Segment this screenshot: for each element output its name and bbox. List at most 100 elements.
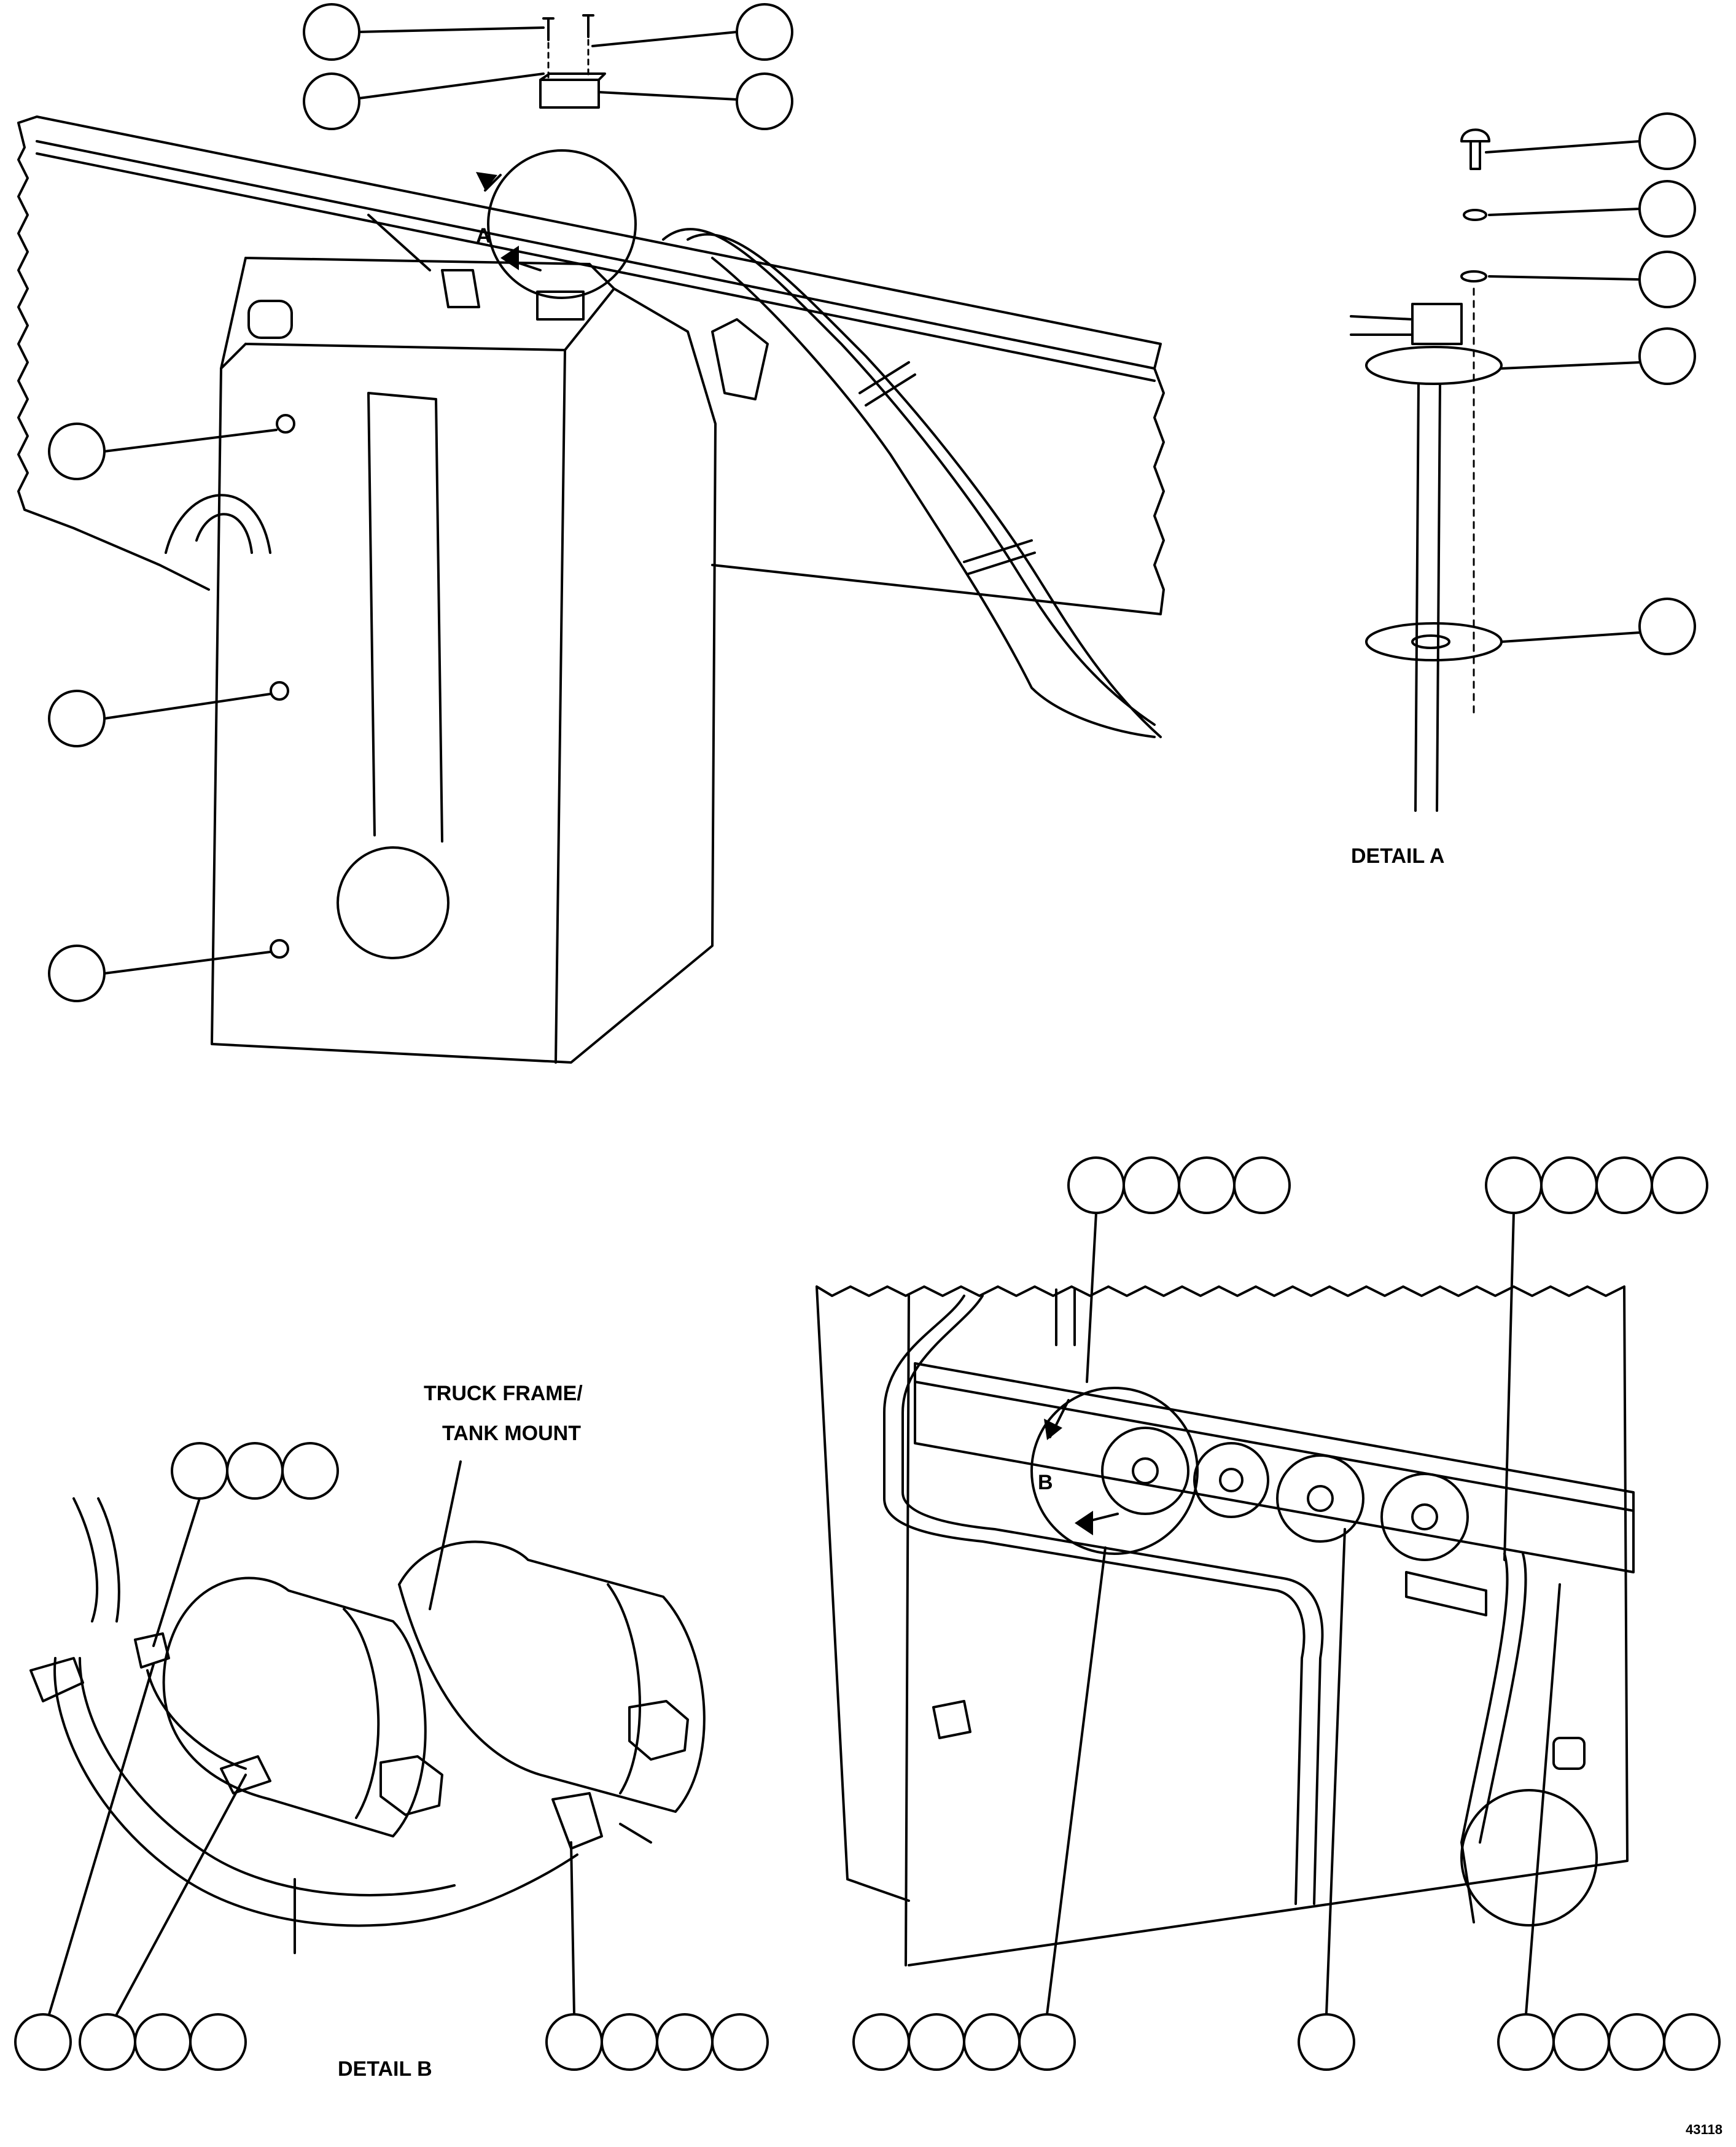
callout-balloon (48, 690, 106, 747)
detail-b-marker: B (1038, 1471, 1053, 1494)
callout-balloon (1123, 1156, 1180, 1214)
callout-balloon (1638, 180, 1696, 238)
fuel-tank-assembly-view: A (17, 3, 1165, 1064)
leader-line (1086, 1212, 1097, 1383)
seal-pad (539, 72, 606, 109)
callout-balloon (656, 2013, 714, 2071)
callout-balloon (1638, 112, 1696, 170)
drawing-number: 43118 (1686, 2122, 1722, 2137)
leader-line (591, 31, 738, 47)
drain-plug-2 (270, 681, 289, 701)
detail-a-callout-circle (487, 149, 637, 299)
screw-left (542, 17, 555, 41)
callout-balloon (303, 3, 360, 61)
truck-frame-label-2: TANK MOUNT (442, 1422, 581, 1445)
rear-tank-outline (815, 1285, 1629, 1966)
detail-a-sender-head (1350, 303, 1463, 345)
rear-bracket-left (932, 1700, 971, 1739)
detail-a-sender-tube (1414, 383, 1441, 812)
callout-balloon (852, 2013, 910, 2071)
rear-canister-1-bolt (1132, 1457, 1159, 1484)
hose-clamp-2 (963, 539, 1036, 575)
callout-balloon (189, 2013, 247, 2071)
detail-a-marker: A (476, 224, 491, 247)
callout-balloon (1485, 1156, 1543, 1214)
callout-balloon (1663, 2013, 1721, 2071)
truck-frame-leader (429, 1460, 462, 1610)
detail-a-screw (1460, 128, 1490, 170)
rear-canister-2 (1193, 1442, 1269, 1518)
callout-balloon (1552, 2013, 1610, 2071)
callout-balloon (1638, 327, 1696, 385)
callout-balloon (1233, 1156, 1291, 1214)
detail-a-caption: DETAIL A (1351, 844, 1444, 868)
callout-balloon (736, 3, 793, 61)
callout-balloon (711, 2013, 769, 2071)
callout-balloon (1497, 2013, 1555, 2071)
callout-balloon (226, 1442, 284, 1500)
rear-canister-1 (1101, 1427, 1189, 1515)
callout-balloon (545, 2013, 603, 2071)
detail-a-sender-flange (1365, 346, 1503, 385)
detail-b-connector-lower (220, 1755, 271, 1794)
detail-b-view: TRUCK FRAME/ TANK MOUNT DETAIL B (14, 1382, 769, 2081)
tank-gauge (337, 846, 450, 959)
detail-b-caption: DETAIL B (338, 2057, 432, 2081)
callout-balloon (1178, 1156, 1236, 1214)
rear-canister-3-bolt (1307, 1485, 1334, 1512)
rear-canister-4 (1380, 1473, 1469, 1561)
leader-line (1485, 140, 1641, 154)
hose-clamp-1 (858, 361, 916, 407)
leader-line (103, 951, 271, 975)
leader-line (103, 693, 271, 720)
callout-balloon (303, 72, 360, 130)
detail-b-canister-left (162, 1576, 427, 1837)
detail-a-gasket-ring (1365, 622, 1503, 661)
leader-line (1046, 1546, 1107, 2016)
truck-frame-rail (17, 115, 1165, 615)
leader-line (358, 72, 545, 99)
callout-balloon (963, 2013, 1021, 2071)
sight-strip (367, 392, 443, 843)
leader-line (1525, 1583, 1561, 2016)
callout-balloon (1595, 1156, 1653, 1214)
callout-balloon (1651, 1156, 1708, 1214)
callout-balloon (171, 1442, 228, 1500)
callout-balloon (1067, 1156, 1125, 1214)
leader-line (1500, 631, 1641, 643)
truck-frame-label-1: TRUCK FRAME/ (424, 1382, 583, 1405)
detail-b-bolt-right (628, 1700, 689, 1761)
detail-a-lock-washer (1463, 209, 1487, 221)
valve-bracket (711, 318, 769, 400)
detail-b-canister-right (398, 1540, 706, 1813)
leader-line (1500, 361, 1641, 370)
detail-a-view: DETAIL A (1350, 112, 1696, 868)
rear-canister-3 (1276, 1454, 1364, 1543)
detail-b-callout-circle (1030, 1387, 1199, 1555)
callout-balloon (1608, 2013, 1665, 2071)
detail-b-connector-left (29, 1657, 84, 1702)
callout-balloon (134, 2013, 192, 2071)
tank-gasket (536, 290, 585, 321)
detail-b-bolt-left (380, 1755, 443, 1816)
callout-balloon (736, 72, 793, 130)
leader-line (597, 91, 738, 101)
leader-line (358, 26, 545, 33)
leader-line (570, 1841, 575, 2016)
callout-balloon (1298, 2013, 1355, 2071)
rear-mount-rail (914, 1362, 1635, 1573)
detail-b-connector-mid (134, 1632, 170, 1669)
callout-balloon (1638, 598, 1696, 655)
drain-plug-3 (270, 939, 289, 959)
leader-line (103, 429, 278, 453)
fuel-tank-body (211, 257, 717, 1064)
tank-rear-view: B (815, 1156, 1721, 2071)
callout-balloon (48, 423, 106, 480)
callout-balloon (601, 2013, 658, 2071)
detail-a-flat-washer (1460, 270, 1487, 282)
drain-plug-1 (276, 414, 295, 434)
rear-wiring-harness (883, 1288, 1527, 1923)
callout-balloon (908, 2013, 965, 2071)
leader-line (1488, 208, 1641, 216)
